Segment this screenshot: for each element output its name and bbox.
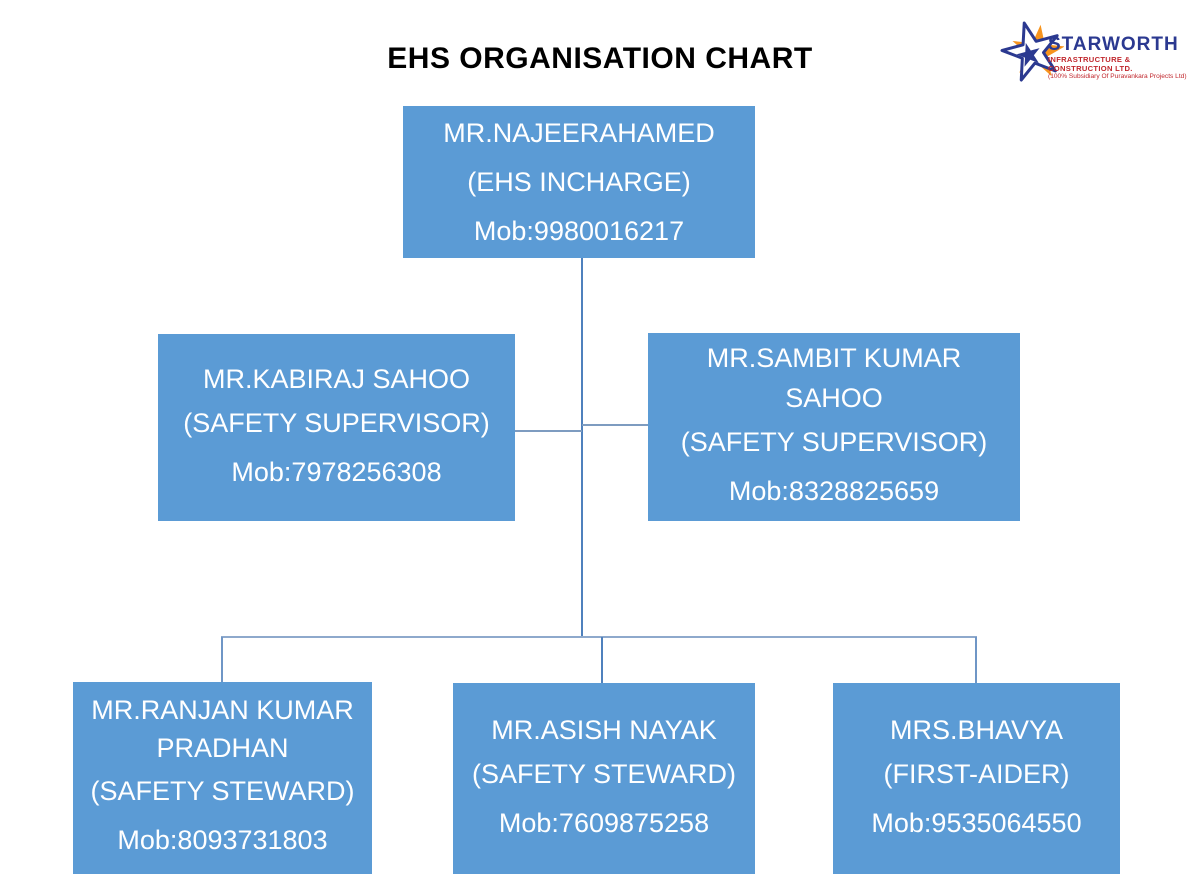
person-role: (SAFETY SUPERVISOR) <box>680 427 988 457</box>
logo-company-name: STARWORTH <box>1048 34 1179 55</box>
person-mobile: Mob:8093731803 <box>117 825 328 855</box>
person-name: MR.RANJAN KUMAR PRADHAN <box>91 695 354 763</box>
logo-text-block: STARWORTH INFRASTRUCTURE & CONSTRUCTION … <box>1048 34 1190 81</box>
person-name: MRS.BHAVYA <box>889 714 1064 745</box>
logo-subsidiary-text: (100% Subsidiary Of Puravankara Projects… <box>1048 73 1187 80</box>
connector-to-supervisor-2 <box>582 424 648 426</box>
person-name: MR.KABIRAJ SAHOO <box>202 363 471 394</box>
person-name: MR.SAMBIT KUMAR SAHOO <box>706 343 962 413</box>
person-mobile: Mob:8328825659 <box>728 476 940 506</box>
org-box-first-aider: MRS.BHAVYA (FIRST-AIDER) Mob:9535064550 <box>833 683 1120 874</box>
company-logo: STARWORTH INFRASTRUCTURE & CONSTRUCTION … <box>1000 18 1190 84</box>
person-role: (EHS INCHARGE) <box>467 166 691 197</box>
person-role: (SAFETY STEWARD) <box>90 776 355 806</box>
person-name: MR.NAJEERAHAMED <box>443 117 715 148</box>
person-mobile: Mob:9980016217 <box>473 215 685 246</box>
org-box-safety-supervisor-1: MR.KABIRAJ SAHOO (SAFETY SUPERVISOR) Mob… <box>158 334 515 521</box>
person-mobile: Mob:7609875258 <box>498 807 710 838</box>
connector-drop-steward-1 <box>221 637 223 682</box>
connector-drop-steward-2 <box>601 637 603 683</box>
org-box-safety-steward-2: MR.ASISH NAYAK (SAFETY STEWARD) Mob:7609… <box>453 683 755 874</box>
person-role: (SAFETY SUPERVISOR) <box>183 407 490 438</box>
org-box-safety-supervisor-2: MR.SAMBIT KUMAR SAHOO (SAFETY SUPERVISOR… <box>648 333 1020 521</box>
person-name: MR.ASISH NAYAK <box>491 714 717 745</box>
person-mobile: Mob:9535064550 <box>871 807 1082 838</box>
org-box-safety-steward-1: MR.RANJAN KUMAR PRADHAN (SAFETY STEWARD)… <box>73 682 372 874</box>
connector-to-supervisor-1 <box>515 430 582 432</box>
connector-root-vertical <box>581 258 583 638</box>
org-box-ehs-incharge: MR.NAJEERAHAMED (EHS INCHARGE) Mob:99800… <box>403 106 755 258</box>
connector-drop-first-aider <box>975 637 977 683</box>
person-mobile: Mob:7978256308 <box>231 456 442 487</box>
page-title: EHS ORGANISATION CHART <box>387 42 813 75</box>
star-logo-icon <box>1000 21 1064 82</box>
person-role: (SAFETY STEWARD) <box>471 758 736 789</box>
connector-level3-horizontal <box>221 636 977 638</box>
person-role: (FIRST-AIDER) <box>883 758 1070 789</box>
logo-tagline: INFRASTRUCTURE & CONSTRUCTION LTD. <box>1048 55 1133 73</box>
